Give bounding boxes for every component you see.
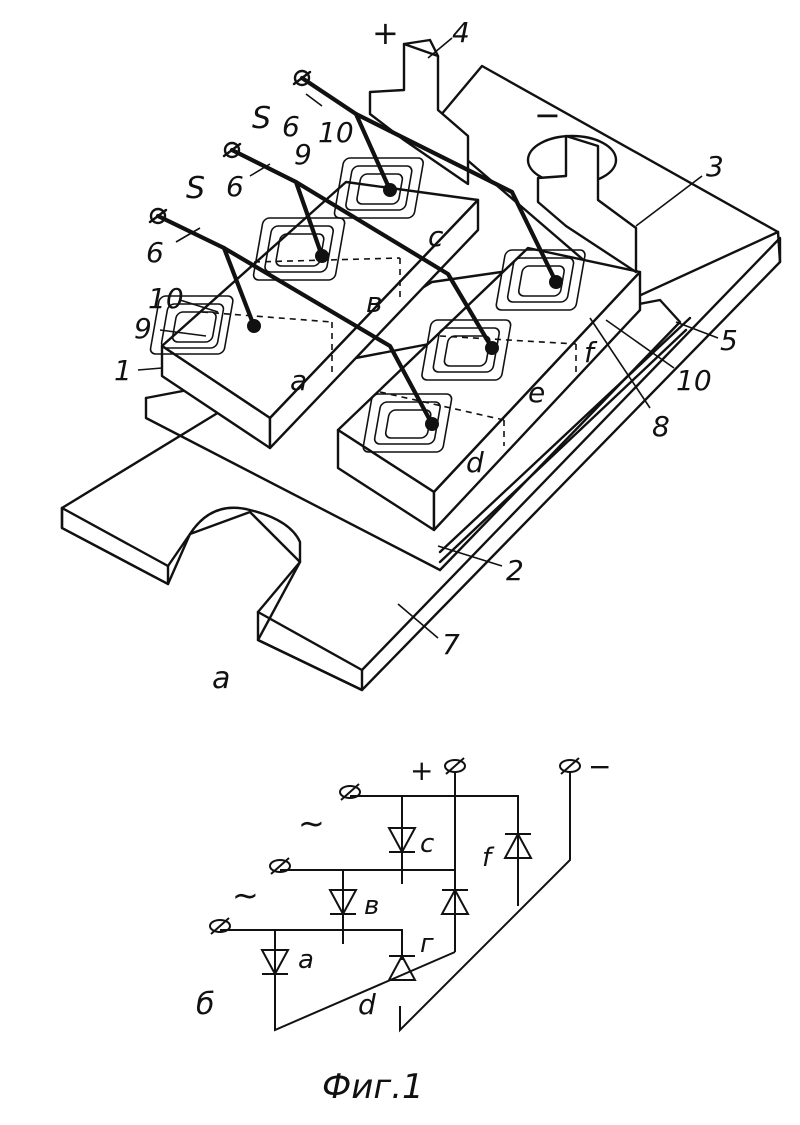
diode-symbol-icon [387, 827, 417, 855]
callout-5: 5 [720, 324, 738, 357]
callout-10-top: 10 [318, 116, 354, 149]
schematic-minus: − [588, 750, 611, 783]
schematic-ac-1: ~ [298, 804, 325, 842]
schematic-label-b: в [364, 891, 379, 921]
callout-3: 3 [706, 150, 724, 183]
callout-6-upper: 6 [282, 110, 300, 143]
diode-symbol-icon [503, 831, 533, 859]
schematic-label-a: a [298, 945, 314, 975]
leader-lines [137, 37, 719, 639]
ac-symbol-s-1: S [186, 171, 205, 206]
callout-1: 1 [114, 354, 132, 387]
callout-6-middle: 6 [226, 170, 244, 203]
minus-sign: − [534, 96, 561, 134]
diode-symbol-icon [328, 889, 358, 917]
schematic-label-d: d [358, 988, 376, 1021]
terminal-circle-icon [149, 207, 167, 225]
terminal-circle-icon [223, 141, 241, 159]
diode-symbol-icon [440, 887, 470, 915]
diode-symbol-icon [260, 949, 290, 977]
callout-10-left: 10 [148, 282, 184, 315]
schematic-ac-2: ~ [232, 876, 259, 914]
right-diode-block [336, 246, 642, 532]
diode-letter-e: e [528, 376, 545, 409]
callout-10-right: 10 [676, 364, 712, 397]
circuit-view-b: + − ~ ~ c в a f г d б [196, 750, 611, 1033]
ac-wires [148, 69, 559, 427]
insulating-layers [144, 298, 692, 572]
diode-symbol-icon [387, 953, 417, 981]
terminal-circle-icon [269, 857, 291, 875]
ac-symbol-s-2: S [252, 101, 271, 136]
schematic-label-g: г [420, 929, 434, 959]
terminal-circle-icon [209, 917, 231, 935]
terminal-circle-icon [444, 757, 466, 775]
spiral-coil-icon [252, 217, 346, 281]
callout-4: 4 [452, 16, 470, 49]
schematic-label-f: f [482, 843, 495, 873]
callout-2: 2 [506, 554, 524, 587]
diode-letter-a: a [290, 364, 307, 397]
plus-sign: + [372, 14, 399, 52]
callout-9-left: 9 [134, 312, 152, 345]
callout-7: 7 [442, 628, 460, 661]
callout-6-lower: 6 [146, 236, 164, 269]
diode-letter-d: d [466, 446, 484, 479]
terminal-circle-icon [293, 69, 311, 87]
module-view-a: 1 2 3 4 5 6 6 6 7 8 9 9 10 10 10 S S + −… [60, 14, 782, 696]
plus-terminal [368, 38, 470, 186]
callout-9-top: 9 [294, 138, 312, 171]
view-a-label: а [212, 661, 230, 696]
view-b-label: б [196, 987, 215, 1022]
schematic-label-c: c [420, 829, 434, 859]
minus-terminal [536, 134, 638, 274]
terminal-circle-icon [339, 783, 361, 801]
diode-letter-c: c [428, 220, 444, 253]
figure-caption: Фиг.1 [322, 1067, 424, 1107]
spiral-coils [149, 157, 586, 453]
schematic-plus: + [410, 754, 433, 787]
diode-letter-b: в [366, 286, 383, 319]
terminal-circle-icon [559, 757, 581, 775]
callout-8: 8 [652, 410, 670, 443]
